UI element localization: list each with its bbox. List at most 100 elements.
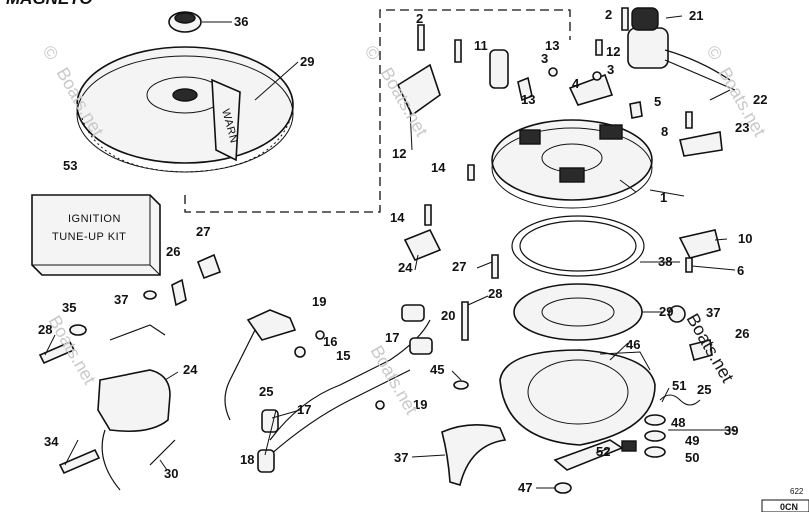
callout-37: 37: [394, 450, 408, 465]
callout-13b: 14: [390, 210, 405, 225]
callout-3b: 3: [607, 62, 614, 77]
screw-40-part: [58, 448, 101, 475]
breaker-point-4-part: [568, 73, 614, 106]
clip-23-part: [679, 131, 723, 157]
retainer-ring-part: [511, 215, 645, 277]
callout-43: 37: [114, 292, 128, 307]
spark-plug-boot-part: [246, 309, 297, 341]
callout-22: 22: [753, 92, 767, 107]
screw-14-part: [467, 164, 475, 181]
washer-3a-part: [548, 67, 558, 77]
part-19-bottom: [375, 400, 385, 410]
callout-53: 53: [63, 158, 77, 173]
corner-box: 0CN: [761, 499, 809, 512]
callout-24: 24: [398, 260, 413, 275]
callout-20a: 20: [441, 308, 455, 323]
part-19-top: [315, 330, 325, 340]
callout-19a: 19: [312, 294, 326, 309]
callout-46: 46: [626, 337, 640, 352]
spring-51-part: [659, 394, 701, 406]
callout-35: 29: [300, 54, 314, 69]
screw-34-part: [38, 340, 76, 365]
screw-28-part: [461, 301, 469, 341]
callout-15: 15: [336, 348, 350, 363]
callout-32: 26: [166, 244, 180, 259]
part-5: [629, 101, 643, 119]
washer-3b-part: [592, 71, 602, 81]
callout-14: 14: [431, 160, 446, 175]
washer-45-part: [453, 380, 469, 390]
leader-lines: [44, 15, 736, 489]
callout-21: 21: [689, 8, 703, 23]
screw-43-part: [143, 290, 157, 300]
washer-stack-part: [644, 414, 666, 458]
callout-10: 11: [474, 38, 488, 53]
clip-11-part: [517, 76, 533, 102]
screw-2b-part: [621, 7, 629, 31]
callout-18: 18: [240, 452, 254, 467]
clamp-24-part: [403, 228, 442, 262]
callout-13a: 13: [545, 38, 559, 53]
callout-17a: 17: [297, 402, 311, 417]
callout-47: 47: [518, 480, 532, 495]
watermark-copyright-a: ©: [39, 42, 63, 63]
callout-30: 24: [183, 362, 198, 377]
callout-50: 50: [685, 450, 699, 465]
mounting-bracket-part: [499, 349, 656, 446]
callout-7: 8: [661, 124, 668, 139]
ignition-kit-box: IGNITION TUNE-UP KIT: [31, 194, 161, 276]
callout-6: 6: [737, 263, 744, 278]
callout-12: 12: [392, 146, 406, 161]
flywheel-nut-part: [168, 11, 202, 33]
flywheel-group-outline: [184, 9, 571, 213]
screw-2a-part: [417, 24, 425, 51]
washer-41-part: [69, 324, 87, 336]
screw-13-part: [424, 204, 432, 226]
link-part: [553, 439, 624, 471]
callout-19b: 19: [413, 397, 427, 412]
callout-42: 36: [234, 14, 248, 29]
callout-1: 1: [660, 190, 667, 205]
screw-9-part: [595, 39, 603, 56]
flywheel-part: WARN: [76, 46, 294, 173]
terminal-32-part: [171, 278, 187, 307]
callout-36: 30: [164, 466, 178, 481]
callout-41: 35: [62, 300, 76, 315]
callout-2a: 2: [416, 11, 423, 26]
ignition-coil-part: [627, 7, 736, 91]
washer-38-part: [668, 305, 686, 323]
watermark-copyright-c: ©: [703, 42, 727, 63]
callout-5: 5: [654, 94, 661, 109]
callout-33: 27: [196, 224, 210, 239]
diagram-code: 622: [790, 487, 804, 496]
callout-3a: 3: [541, 51, 548, 66]
callout-28: 28: [488, 286, 502, 301]
callout-38: 37: [706, 305, 720, 320]
part-33: [196, 253, 222, 280]
callout-9: 12: [606, 44, 620, 59]
callout-2b: 2: [605, 7, 612, 22]
callout-16: 16: [323, 334, 337, 349]
breaker-point-part: [396, 63, 441, 117]
callout-45: 45: [430, 362, 444, 377]
callout-48: 48: [671, 415, 685, 430]
screw-47-part: [554, 482, 572, 494]
callout-27: 27: [452, 259, 466, 274]
callout-40: 34: [44, 434, 59, 449]
bracket-8-part: [678, 229, 721, 259]
support-plate-part: [513, 283, 643, 341]
screw-6-part: [685, 257, 693, 273]
ignition-coil-30-part: [97, 324, 171, 491]
callout-49: 49: [685, 433, 699, 448]
header-title: MAGNETO: [6, 0, 93, 8]
callout-labels: 36 29 53 27 26 37 35 28 24 34 30 25 18 1…: [38, 7, 767, 495]
watermark-copyright-b: ©: [361, 42, 385, 63]
screw-27-part: [491, 254, 499, 279]
link-block-part: [621, 440, 637, 452]
callout-31: 25: [259, 384, 273, 399]
screw-2c-part: [454, 39, 462, 63]
callout-4: 4: [572, 76, 580, 91]
callout-44: 38: [658, 254, 672, 269]
